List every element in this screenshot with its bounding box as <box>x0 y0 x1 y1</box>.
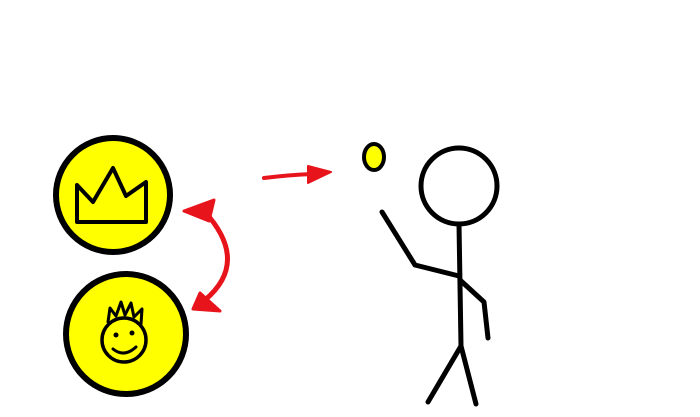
flip-arrow-head-bottom <box>191 291 222 313</box>
figure-left-leg <box>425 343 464 405</box>
flip-arrow-curve <box>202 209 230 303</box>
toss-arrow-head <box>307 165 332 184</box>
face-smile <box>111 345 138 355</box>
coin-heads-disc <box>53 135 173 255</box>
figure-lower-arm <box>457 277 491 341</box>
coin-heads <box>53 135 173 255</box>
face-left-eye <box>113 332 119 338</box>
face-outline <box>100 316 148 364</box>
tossed-coin <box>362 142 386 172</box>
face-icon <box>100 300 148 364</box>
stick-figure <box>379 145 500 407</box>
flip-arrow <box>182 198 230 313</box>
toss-arrow <box>262 165 332 184</box>
face-right-eye <box>129 330 135 336</box>
crown-icon <box>75 166 148 224</box>
figure-right-leg <box>458 343 479 407</box>
coin-tails-disc <box>63 271 189 397</box>
figure-raised-arm <box>379 209 462 279</box>
coin-tails <box>63 271 189 397</box>
flip-arrow-head-top <box>182 198 216 223</box>
figure-body <box>456 221 464 349</box>
face-hair <box>106 300 144 326</box>
